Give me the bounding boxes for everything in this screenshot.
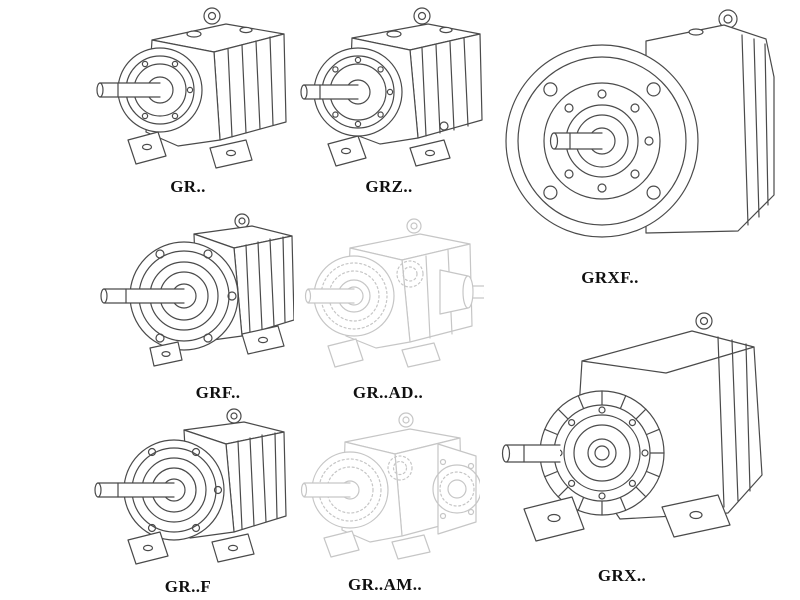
grf-gearbox-drawing bbox=[100, 213, 294, 367]
grz-gearbox-drawing bbox=[300, 7, 483, 167]
grx-gearbox-drawing bbox=[501, 312, 763, 542]
model-label-grz: GRZ.. bbox=[365, 177, 413, 196]
model-cell-gr: GR.. bbox=[86, 4, 290, 197]
model-label-grad: GR..AD.. bbox=[352, 383, 424, 402]
model-label-gr: GR.. bbox=[170, 177, 206, 196]
model-cell-grad: GR..AD.. bbox=[290, 208, 486, 403]
model-label-gram: GR..AM.. bbox=[347, 575, 423, 594]
gram-gearbox-ghost-drawing bbox=[300, 412, 480, 560]
model-cell-gram: GR..AM.. bbox=[288, 404, 482, 595]
grad-gearbox-ghost-drawing bbox=[304, 218, 484, 368]
model-label-grx: GRX.. bbox=[597, 566, 647, 585]
model-label-grf: GRF.. bbox=[195, 383, 241, 402]
model-cell-grz: GRZ.. bbox=[293, 4, 485, 197]
model-label-grxf: GRXF.. bbox=[581, 268, 639, 287]
model-cell-grxf: GRXF.. bbox=[494, 0, 792, 288]
grxf-gearbox-drawing bbox=[504, 9, 775, 238]
model-cell-grff: GR..F bbox=[86, 402, 290, 597]
model-cell-grx: GRX.. bbox=[496, 300, 792, 586]
model-cell-grf: GRF.. bbox=[92, 208, 296, 403]
gr-gearbox-drawing bbox=[96, 7, 287, 169]
model-label-grff: GR..F bbox=[164, 577, 212, 596]
grf-foot-gearbox-drawing bbox=[94, 408, 287, 565]
